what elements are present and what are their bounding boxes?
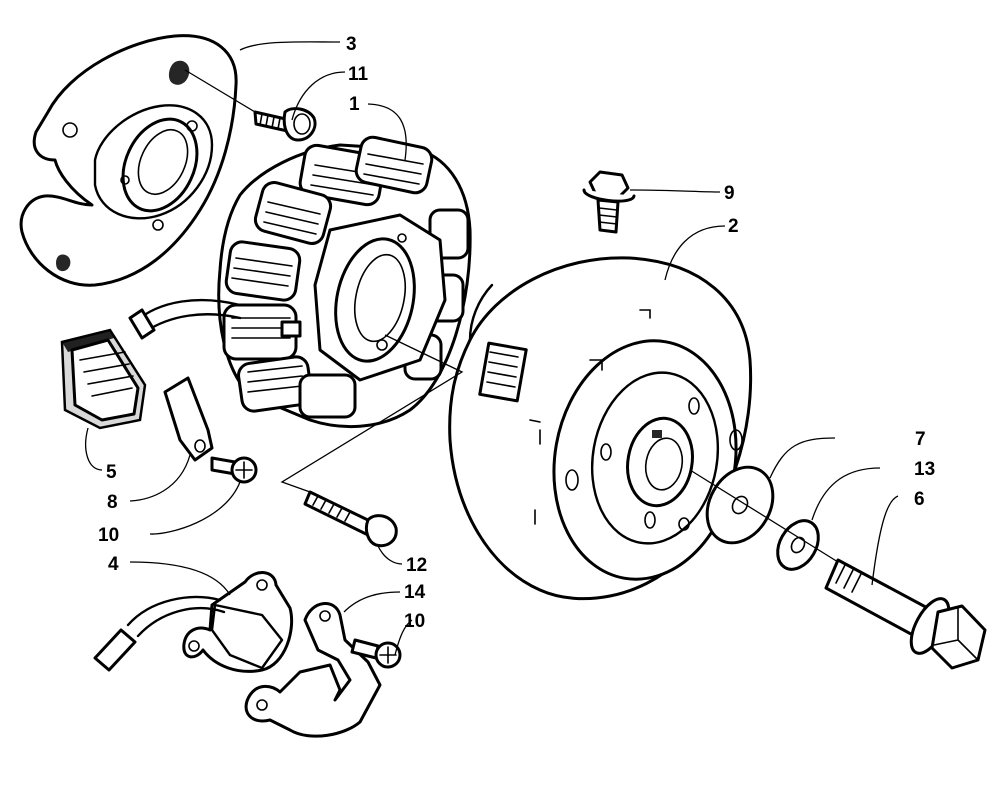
stator-assembly	[128, 135, 472, 428]
callout-7: 7	[915, 429, 926, 450]
callout-6: 6	[914, 489, 925, 510]
sensor-bracket-14	[244, 602, 382, 738]
screw-10-lower	[350, 638, 402, 669]
stator-backing-plate	[19, 34, 238, 287]
callout-14: 14	[404, 582, 426, 603]
flange-bolt-9	[582, 170, 636, 234]
screw-10-upper	[210, 456, 258, 484]
callout-2: 2	[728, 216, 739, 237]
washer-7	[705, 465, 775, 545]
callout-8: 8	[107, 492, 118, 513]
flywheel-bolt-6	[824, 558, 987, 670]
alignment-lines	[280, 334, 839, 563]
callout-10-lower: 10	[404, 611, 425, 632]
callout-13: 13	[914, 459, 935, 480]
insulator-pad	[60, 328, 147, 430]
pickup-sensor	[93, 571, 294, 673]
callout-4: 4	[108, 554, 119, 575]
clip-bracket	[163, 376, 214, 462]
callout-12: 12	[406, 555, 427, 576]
callout-9: 9	[724, 183, 735, 204]
callout-labels: 3 11 1 9 2 7 13 6 5 8 10 12 4 14 10	[98, 34, 935, 632]
callout-3: 3	[346, 34, 357, 55]
callout-11: 11	[348, 64, 369, 85]
bolt-11	[253, 107, 317, 142]
callout-5: 5	[106, 462, 117, 483]
callout-1: 1	[349, 94, 360, 115]
screw-12	[303, 490, 398, 548]
flywheel	[448, 256, 753, 601]
callout-10-upper: 10	[98, 525, 119, 546]
leader-lines	[85, 41, 899, 656]
lock-washer-13	[776, 519, 820, 571]
